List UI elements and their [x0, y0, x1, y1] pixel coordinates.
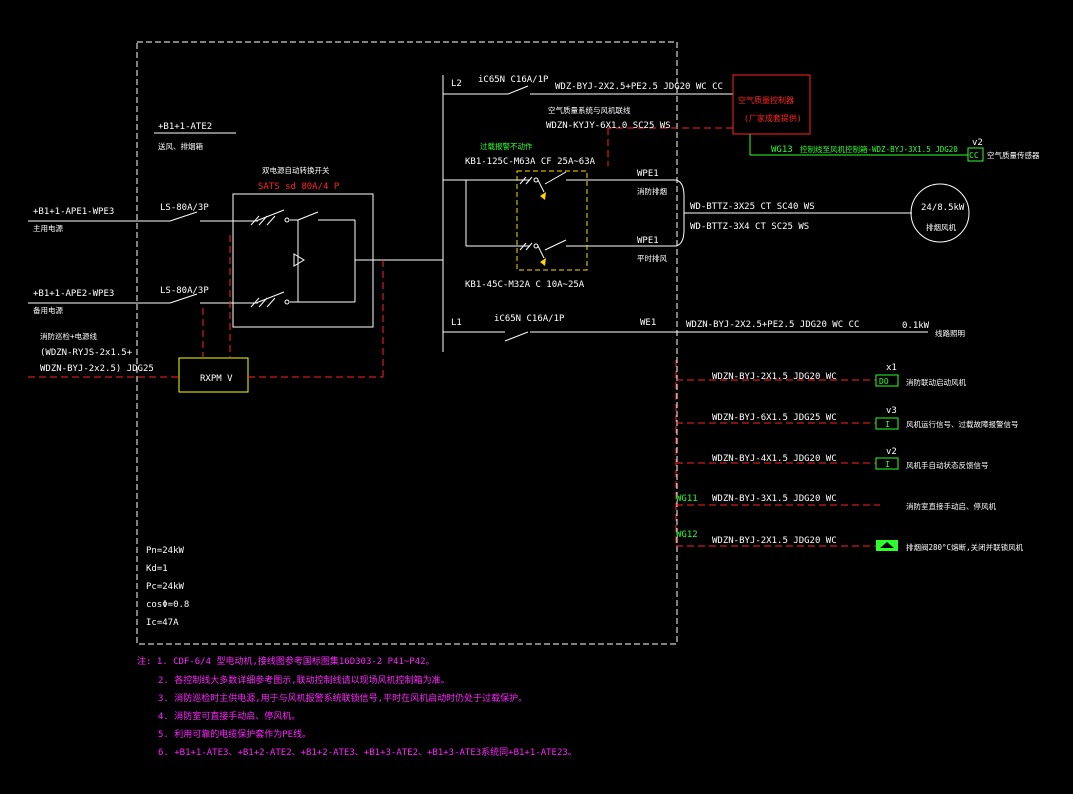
v2b-module-box — [875, 457, 899, 470]
param-pc: Pc=24kW — [146, 582, 185, 592]
wg11-cable: WDZN-BYJ-3X1.5 JDG20 WC — [712, 494, 837, 504]
monitor-note-1: 消防巡检+电源线 — [40, 331, 98, 341]
wpe1-top-tag: WPE1 — [637, 169, 659, 179]
l2-cable: WDZ-BYJ-2X2.5+PE2.5 JDG20 WC CC — [555, 82, 723, 92]
param-kd: Kd=1 — [146, 564, 168, 574]
air-note-1: 空气质量系统与风机联线 — [548, 105, 631, 115]
x1-desc: 消防联动启动风机 — [906, 377, 966, 387]
we1-tag: WE1 — [640, 318, 656, 328]
kb1-top-relay-mark — [540, 192, 546, 200]
we1-power: 0.1kW — [902, 321, 930, 331]
v2-label: v2 — [972, 138, 983, 148]
note-5: 5. 利用可靠的电缆保护套作为PE线。 — [158, 728, 311, 740]
kb1-relay-dashed-box — [516, 170, 588, 271]
v2b-label: v2 — [886, 447, 897, 457]
wg11-desc: 消防室直接手动启、停风机 — [906, 501, 996, 511]
primary-source-label: +B1+1-APE1-WPE3 — [33, 207, 114, 217]
fan-rating: 24/8.5kW — [921, 203, 965, 213]
l2-phase: L2 — [451, 79, 462, 89]
rxpm-label: RXPM V — [200, 374, 233, 384]
note-4: 4. 消防室可直接手动启、停风机。 — [158, 710, 300, 722]
v2b-desc: 风机手自动状态反馈信号 — [906, 460, 989, 470]
x1-module-box — [875, 374, 899, 387]
wg12-desc: 排烟阀280°C熔断,关闭并联锁风机 — [906, 542, 1024, 552]
v2b-cable: WDZN-BYJ-4X1.5 JDG20 WC — [712, 454, 837, 464]
v3-cable: WDZN-BYJ-6X1.5 JDG25 WC — [712, 413, 837, 423]
wpe1-bottom-sub: 平时排风 — [637, 253, 667, 263]
breaker-1-label: LS-80A/3P — [160, 203, 209, 213]
note-6: 6. +B1+1-ATE3、+B1+2-ATE2、+B1+2-ATE3、+B1+… — [158, 746, 577, 758]
v3-module-box — [875, 417, 899, 430]
v3-box-label: I — [885, 420, 890, 429]
breaker-1-contact — [169, 211, 198, 222]
l2-breaker-contact — [507, 85, 529, 95]
l1-phase: L1 — [451, 318, 462, 328]
ats-switch-symbol — [250, 209, 443, 308]
main-bus-sub: 送风、排烟箱 — [158, 141, 203, 151]
x1-cable: WDZN-BYJ-2X1.5 JDG20 WC — [712, 372, 837, 382]
note-2: 2. 各控制线大多数详细参考图示,联动控制线请以现场风机控制箱为准。 — [158, 674, 450, 686]
v3-label: v3 — [886, 406, 897, 416]
cc-sensor-box — [967, 147, 984, 162]
wpe1-top-sub: 消防排烟 — [637, 186, 667, 196]
l1-breaker-contact — [504, 331, 529, 342]
note-1: 注: 1. CDF-6/4 型电动机,接线图参考国标图集16D303-2 P41… — [137, 655, 435, 667]
kb1-bottom-relay-mark — [540, 258, 546, 266]
fan-name: 排烟风机 — [926, 222, 956, 232]
param-pn: Pn=24kW — [146, 546, 185, 556]
backup-source-label: +B1+1-APE2-WPE3 — [33, 289, 114, 299]
monitor-note-3: WDZN-BYJ-2x2.5) JDG25 — [40, 364, 154, 374]
main-bus-label: +B1+1-ATE2 — [158, 122, 212, 132]
kb1-bottom-label: KB1-45C-M32A C 10A~25A — [465, 280, 585, 290]
v3-desc: 风机运行信号、过载故障报警信号 — [906, 419, 1019, 429]
monitor-note-2: (WDZN-RYJS-2x1.5+ — [40, 348, 133, 358]
smoke-exhaust-fan-motor — [910, 183, 970, 243]
we1-cable: WDZN-BYJ-2X2.5+PE2.5 JDG20 WC CC — [686, 320, 859, 330]
l1-breaker-label: iC65N C16A/1P — [494, 314, 565, 324]
cc-label: CC — [969, 151, 979, 160]
wg13-cable: 控制线至风机控制箱-WDZ-BYJ-3X1.5 JDG20 — [800, 144, 958, 154]
air-quality-controller — [732, 74, 811, 135]
param-cos: cosΦ=0.8 — [146, 600, 189, 610]
kb1-top-label: KB1-125C-M63A CF 25A~63A — [465, 157, 596, 167]
l2-breaker-label: iC65N C16A/1P — [478, 75, 549, 85]
fan-cable-1: WD-BTTZ-3X25 CT SC40 WS — [690, 202, 815, 212]
controller-sub: (厂家成套提供) — [744, 113, 802, 123]
we1-load: 线路照明 — [935, 328, 965, 338]
v2b-box-label: I — [885, 460, 890, 469]
ats-title: 双电源自动转换开关 — [262, 165, 330, 175]
air-sensor-label: 空气质量传感器 — [987, 150, 1040, 160]
param-ic: Ic=47A — [146, 618, 179, 628]
wg13-tag: WG13 — [771, 145, 793, 155]
x1-box-label: DO — [879, 377, 889, 386]
wg11-tag: WG11 — [676, 494, 698, 504]
air-note-2: WDZN-KYJY-6X1.0 SC25 WS — [546, 121, 671, 131]
wpe1-bottom-tag: WPE1 — [637, 236, 659, 246]
note-3: 3. 消防巡检时主供电源,用于与风机报警系统联锁信号,平时在风机启动时仍处于过载… — [158, 692, 527, 704]
damper-icon — [880, 542, 894, 548]
overload-note: 过载报警不动作 — [480, 141, 533, 151]
ats-model: SATS sd 80A/4 P — [258, 182, 340, 192]
wg12-tag: WG12 — [676, 530, 698, 540]
x1-label: x1 — [886, 363, 897, 373]
breaker-2-contact — [169, 293, 198, 304]
backup-source-sub: 备用电源 — [33, 305, 63, 315]
fan-cable-2: WD-BTTZ-3X4 CT SC25 WS — [690, 222, 809, 232]
primary-source-sub: 主用电源 — [33, 223, 63, 233]
distribution-box-frame — [136, 41, 678, 645]
wg12-cable: WDZN-BYJ-2X1.5 JDG20 WC — [712, 536, 837, 546]
breaker-2-label: LS-80A/3P — [160, 286, 209, 296]
controller-title: 空气质量控制器 — [738, 95, 794, 105]
rxpm-monitor-box — [178, 357, 249, 393]
kb1-fan-switches — [443, 171, 676, 259]
